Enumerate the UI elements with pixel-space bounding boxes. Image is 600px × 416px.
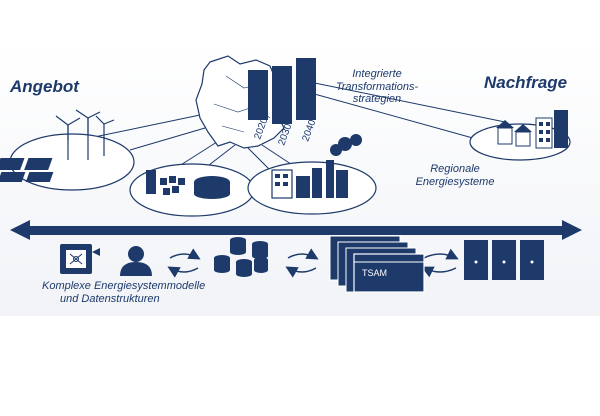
supply-label: Angebot [10,77,79,96]
regional-label: Regionale Energiesysteme [400,163,510,188]
models-label: Komplexe Energiesystemmodelle und Datens… [42,280,242,305]
database-icon [214,237,268,277]
demand-label: Nachfrage [484,73,568,92]
strategies-line-2: Transformations- [335,80,419,93]
tsam-stack-icon: TSAM [329,235,425,293]
regional-line-2: Energiesysteme [415,175,495,188]
solar-wind-icon [0,109,115,182]
year-label-2040: 2040 [300,118,318,143]
circuit-board-icon [60,244,100,274]
strategies-label: Integrierte Transformations- strategien [322,68,432,106]
models-line-2: und Datenstrukturen [60,292,160,305]
regional-line-1: Regionale [430,163,480,175]
bar-chart-icon [248,58,316,124]
server-rack-icon [464,240,544,280]
person-icon [120,246,152,276]
double-arrow-icon [10,220,582,240]
power-plant-icon [271,134,362,199]
models-line-1: Komplexe Energiesystemmodelle [42,280,206,292]
germany-map-icon [195,55,285,149]
strategies-line-3: strategien [352,93,402,106]
tsam-label: TSAM [362,268,387,278]
strategies-line-1: Integrierte [352,68,402,80]
connector-lines [79,79,506,176]
cycle-arrows-icon [167,248,459,278]
biogas-plant-icon [146,170,230,199]
residential-buildings-icon [496,110,568,149]
